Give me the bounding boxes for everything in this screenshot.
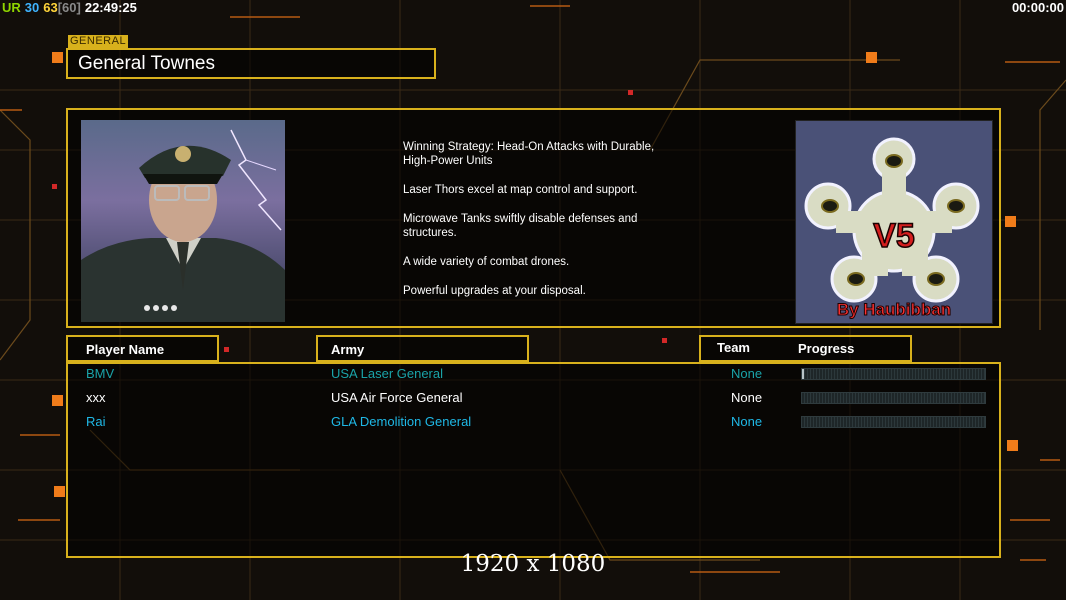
- player-name: xxx: [86, 390, 106, 405]
- player-name-header: Player Name: [86, 342, 165, 357]
- player-name-header-box: Player Name: [66, 335, 219, 362]
- players-list: BMV USA Laser General None xxx USA Air F…: [66, 362, 1001, 558]
- section-label: GENERAL: [68, 35, 129, 48]
- team-header: Team: [717, 340, 750, 355]
- hud-fps-avg: 63: [43, 0, 58, 15]
- map-credit: By Haubibban: [837, 300, 951, 319]
- player-progress-bar: [801, 368, 986, 380]
- army-header: Army: [331, 342, 365, 357]
- player-progress-bar: [801, 392, 986, 404]
- hud-fps: 30: [24, 0, 40, 15]
- hud-fps-cap: [60]: [57, 0, 81, 15]
- description-line: Laser Thors excel at map control and sup…: [403, 184, 638, 196]
- player-army: USA Air Force General: [331, 390, 463, 405]
- description-line: Powerful upgrades at your disposal.: [403, 285, 586, 297]
- player-name: Rai: [86, 414, 106, 429]
- description-line: Winning Strategy: Head-On Attacks with D…: [403, 141, 655, 167]
- player-row[interactable]: xxx USA Air Force General None: [68, 388, 999, 410]
- general-name: General Townes: [78, 53, 215, 74]
- army-header-box: Army: [316, 335, 529, 362]
- title-box: General Townes: [66, 48, 436, 79]
- hud-tag: UR: [2, 0, 21, 15]
- player-row[interactable]: BMV USA Laser General None: [68, 364, 999, 386]
- player-name: BMV: [86, 366, 115, 381]
- map-logo: V5: [873, 217, 915, 255]
- hud-clock: 22:49:25: [84, 0, 137, 15]
- team-progress-header-box: Team Progress: [699, 335, 912, 362]
- general-portrait: [81, 120, 285, 322]
- game-timer: 00:00:00: [1011, 0, 1064, 15]
- map-preview[interactable]: V5 By Haubibban: [795, 120, 993, 324]
- player-team: None: [731, 366, 763, 381]
- player-row[interactable]: Rai GLA Demolition General None: [68, 412, 999, 434]
- general-description: Winning Strategy: Head-On Attacks with D…: [403, 140, 703, 313]
- player-team: None: [731, 390, 763, 405]
- player-army: GLA Demolition General: [331, 414, 472, 429]
- player-team: None: [731, 414, 763, 429]
- description-line: Microwave Tanks swiftly disable defenses…: [403, 213, 638, 239]
- resolution-label: 1920 x 1080: [460, 551, 606, 577]
- player-progress-fill: [802, 369, 804, 379]
- player-army: USA Laser General: [331, 366, 444, 381]
- general-info-panel: Winning Strategy: Head-On Attacks with D…: [66, 108, 1001, 328]
- progress-header: Progress: [798, 341, 855, 356]
- player-progress-bar: [801, 416, 986, 428]
- description-line: A wide variety of combat drones.: [403, 256, 570, 268]
